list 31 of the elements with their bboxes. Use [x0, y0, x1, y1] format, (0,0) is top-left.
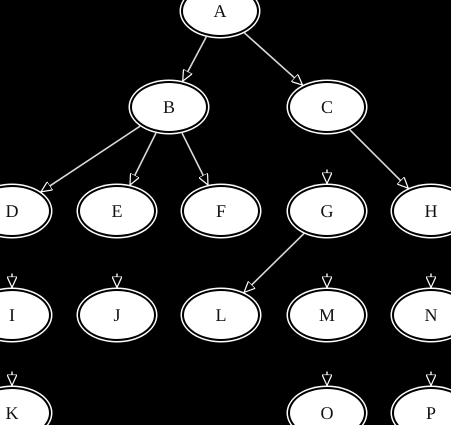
ellipse-node: P: [392, 387, 451, 425]
ellipse-node: H: [392, 185, 451, 237]
arrow: [182, 36, 207, 82]
ellipse-node: E: [78, 185, 156, 237]
arrow: [321, 274, 333, 288]
arrow: [40, 126, 140, 192]
arrow: [244, 32, 304, 86]
arrow: [321, 372, 333, 386]
arrow: [6, 274, 18, 288]
ellipse-node: D: [0, 185, 51, 237]
arrow: [6, 372, 18, 386]
arrow: [425, 372, 437, 386]
ellipse-node: O: [288, 387, 366, 425]
arrow: [321, 170, 333, 184]
arrow: [181, 132, 209, 186]
ellipse-node: B: [130, 81, 208, 133]
arrow: [111, 274, 123, 288]
ellipse-node: I: [0, 289, 51, 341]
ellipse-node: G: [288, 185, 366, 237]
ellipse-node: J: [78, 289, 156, 341]
ellipse-node: N: [392, 289, 451, 341]
arrow: [243, 233, 305, 293]
ellipse-node: C: [288, 81, 366, 133]
arrow: [129, 132, 157, 186]
arrow: [425, 274, 437, 288]
ellipse-node: K: [0, 387, 51, 425]
ellipse-node: F: [182, 185, 260, 237]
ellipse-node: A: [181, 0, 259, 37]
ellipse-node: M: [288, 289, 366, 341]
arrow: [349, 129, 409, 189]
ellipse-node: L: [182, 289, 260, 341]
